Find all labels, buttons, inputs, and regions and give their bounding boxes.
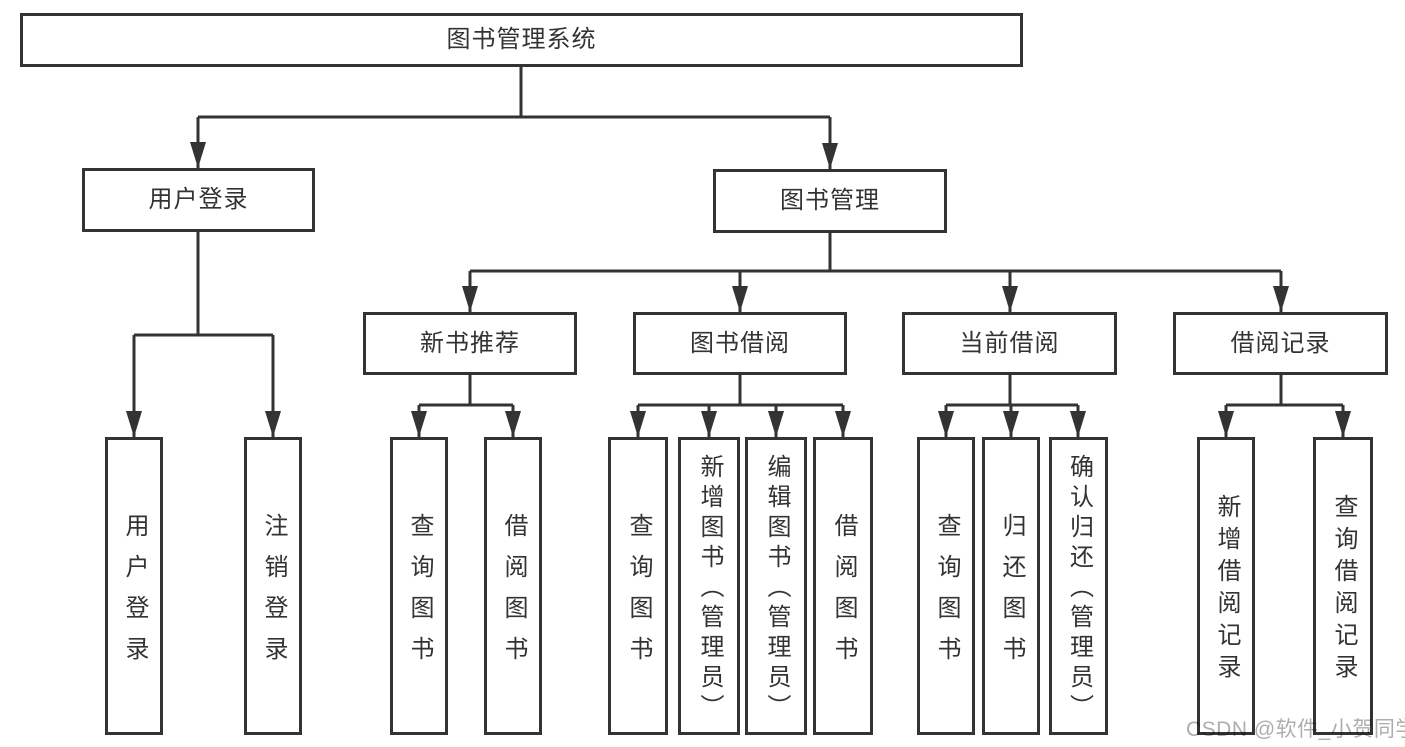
leaf-logout: 注销登录 — [244, 437, 302, 735]
node-borrow-records-label: 借阅记录 — [1230, 329, 1331, 357]
leaf-borrow-query-books-label: 查询图书 — [625, 512, 652, 677]
leaf-add-borrow-record-label: 新增借阅记录 — [1213, 494, 1240, 686]
node-book-borrow: 图书借阅 — [633, 312, 847, 375]
leaf-recommend-query-books-label: 查询图书 — [406, 512, 433, 677]
leaf-user-login: 用户登录 — [105, 437, 163, 735]
leaf-current-query-books: 查询图书 — [917, 437, 975, 735]
node-borrow-records: 借阅记录 — [1173, 312, 1388, 375]
leaf-edit-book-admin-label: 编辑图书（管理员） — [763, 454, 790, 724]
leaf-logout-label: 注销登录 — [260, 512, 287, 677]
leaf-add-borrow-record: 新增借阅记录 — [1197, 437, 1255, 735]
leaf-confirm-return-admin: 确认归还（管理员） — [1049, 437, 1108, 735]
leaf-borrow-borrow-books-label: 借阅图书 — [830, 512, 857, 677]
leaf-borrow-query-books: 查询图书 — [608, 437, 668, 735]
node-user-login: 用户登录 — [82, 168, 315, 232]
node-user-login-label: 用户登录 — [148, 186, 249, 213]
node-root-label: 图书管理系统 — [446, 26, 597, 53]
leaf-confirm-return-admin-label: 确认归还（管理员） — [1065, 454, 1093, 724]
leaf-query-borrow-record: 查询借阅记录 — [1313, 437, 1373, 735]
leaf-recommend-borrow-books: 借阅图书 — [484, 437, 542, 735]
leaf-current-query-books-label: 查询图书 — [933, 512, 960, 677]
node-book-management: 图书管理 — [713, 169, 947, 233]
arrowheads — [126, 142, 1351, 437]
csdn-watermark: CSDN @软件_小贺同学 — [1186, 718, 1405, 741]
leaf-return-books-label: 归还图书 — [998, 512, 1025, 677]
node-current-borrow: 当前借阅 — [902, 312, 1117, 375]
leaf-recommend-query-books: 查询图书 — [390, 437, 448, 735]
node-book-borrow-label: 图书借阅 — [690, 329, 790, 357]
leaf-recommend-borrow-books-label: 借阅图书 — [500, 512, 527, 677]
leaf-add-book-admin: 新增图书（管理员） — [678, 437, 740, 735]
leaf-user-login-label: 用户登录 — [121, 512, 148, 677]
leaf-borrow-borrow-books: 借阅图书 — [813, 437, 873, 735]
leaf-return-books: 归还图书 — [982, 437, 1040, 735]
node-new-book-recommend: 新书推荐 — [363, 312, 577, 375]
node-new-book-recommend-label: 新书推荐 — [420, 329, 520, 357]
leaf-edit-book-admin: 编辑图书（管理员） — [745, 437, 807, 735]
leaf-add-book-admin-label: 新增图书（管理员） — [696, 454, 723, 724]
node-current-borrow-label: 当前借阅 — [959, 329, 1060, 357]
node-root: 图书管理系统 — [20, 13, 1023, 67]
leaf-query-borrow-record-label: 查询借阅记录 — [1330, 494, 1357, 686]
node-book-management-label: 图书管理 — [780, 187, 880, 214]
